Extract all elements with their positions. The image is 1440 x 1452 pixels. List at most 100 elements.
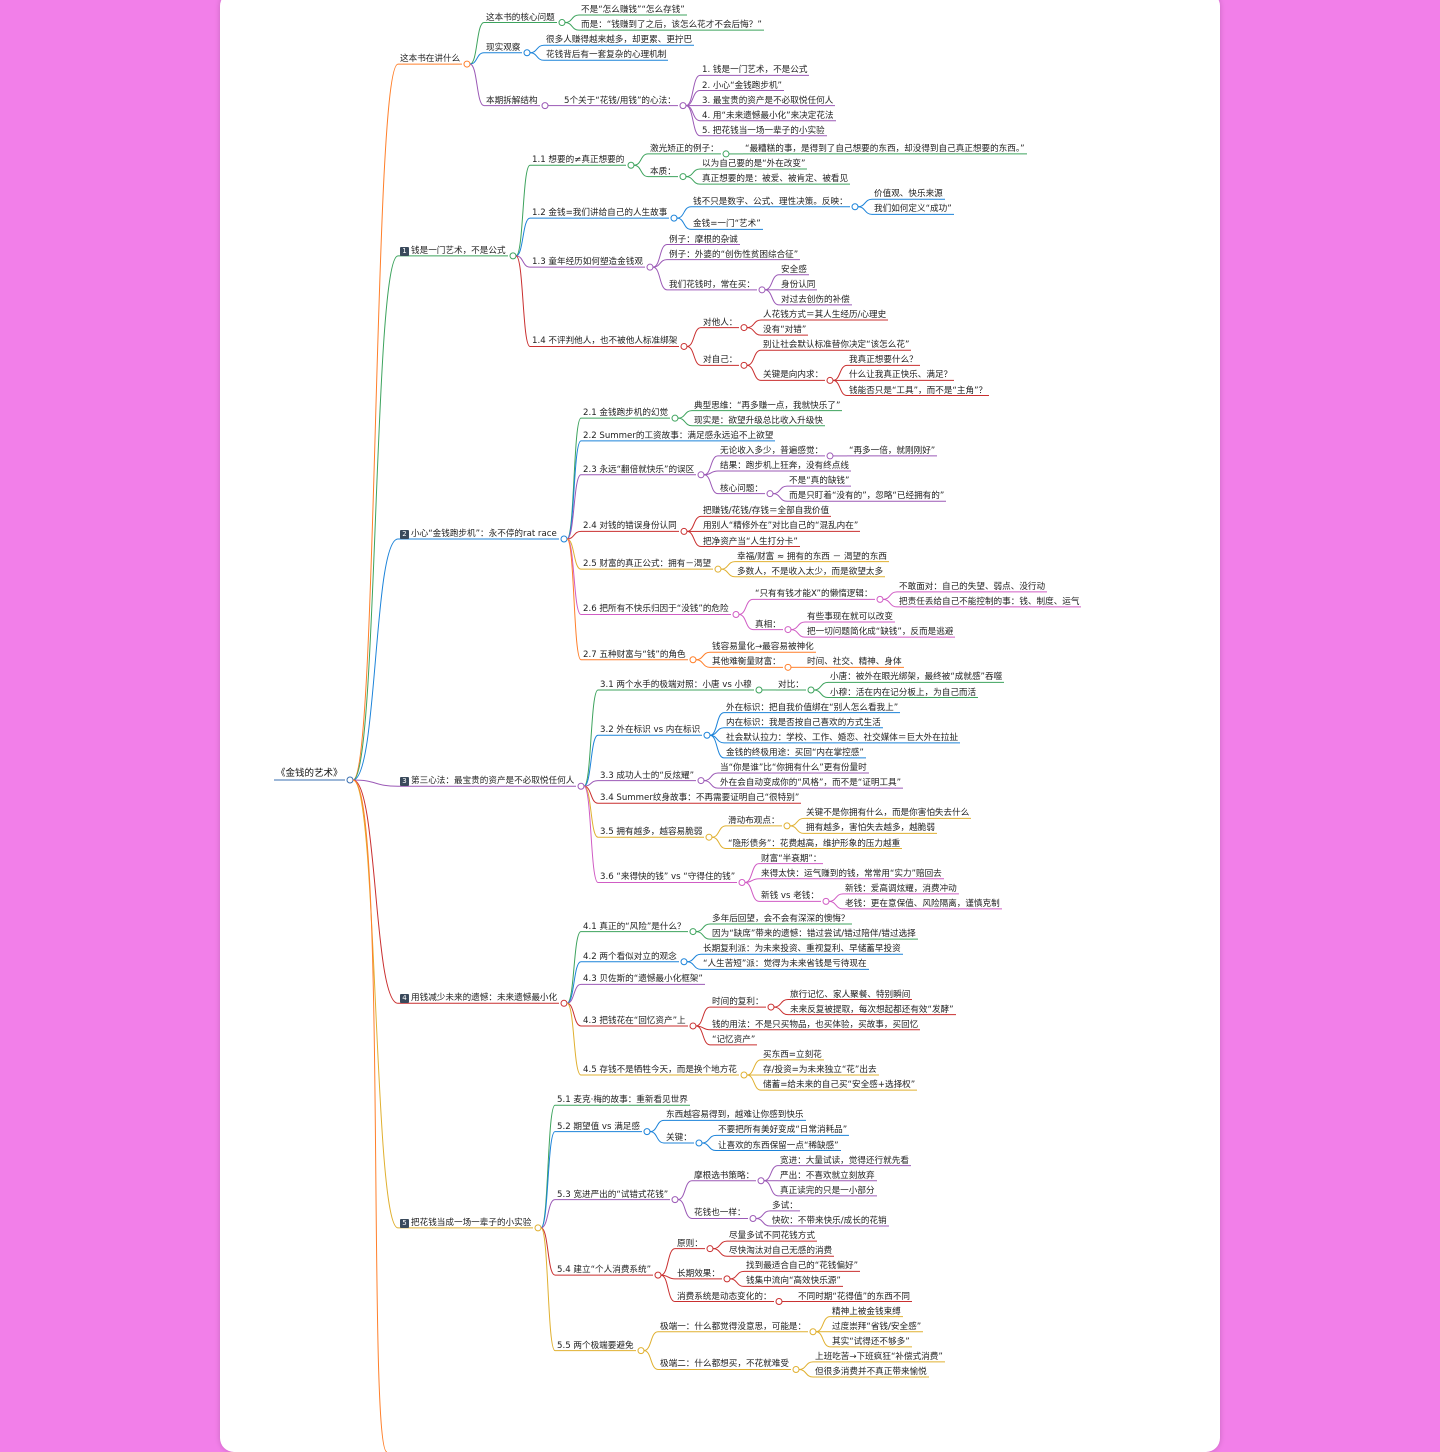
mindmap-node[interactable]: 4.5 存钱不是牺牲今天，而是换个地方花 bbox=[583, 1065, 737, 1075]
mindmap-node[interactable]: 小穆：活在内在记分板上，为自己而活 bbox=[830, 688, 976, 698]
mindmap-node[interactable]: “只有有钱才能X”的懒惰逻辑： bbox=[755, 589, 873, 599]
mindmap-node[interactable]: 3. 最宝贵的资产是不必取悦任何人 bbox=[702, 96, 833, 106]
mindmap-node[interactable]: 而是只盯着“没有的”，忽略“已经拥有的” bbox=[789, 491, 944, 501]
mindmap-node[interactable]: 3.5 拥有越多，越容易脆弱 bbox=[600, 827, 702, 837]
mindmap-node[interactable]: 价值观、快乐来源 bbox=[874, 189, 943, 199]
mindmap-node[interactable]: 不同时期“花得值”的东西不同 bbox=[798, 1292, 910, 1302]
mindmap-node[interactable]: 但很多消费并不真正带来愉悦 bbox=[815, 1367, 927, 1377]
mindmap-node[interactable]: 结果：跑步机上狂奔，没有终点线 bbox=[720, 461, 849, 471]
mindmap-node[interactable]: 买东西=立刻花 bbox=[763, 1050, 822, 1060]
mindmap-node[interactable]: 长期效果： bbox=[677, 1269, 720, 1279]
mindmap-node[interactable]: 精神上被金钱束缚 bbox=[832, 1307, 901, 1317]
mindmap-node[interactable]: 我们如何定义“成功” bbox=[874, 204, 952, 214]
mindmap-node[interactable]: 东西越容易得到，越难让你感到快乐 bbox=[666, 1110, 804, 1120]
mindmap-node[interactable]: 用别人“精修外在”对比自己的“混乱内在” bbox=[703, 521, 858, 531]
mindmap-node[interactable]: 真相： bbox=[755, 620, 781, 630]
mindmap-node[interactable]: 3.1 两个水手的极端对照：小唐 vs 小穆 bbox=[600, 680, 752, 690]
mindmap-node[interactable]: 新钱：爱高调炫耀，消费冲动 bbox=[845, 884, 957, 894]
mindmap-node[interactable]: 什么让我真正快乐、满足？ bbox=[849, 370, 952, 380]
mindmap-node[interactable]: 激光矫正的例子： bbox=[650, 144, 719, 154]
mindmap-node[interactable]: 极端二：什么都想买，不花就难受 bbox=[660, 1359, 789, 1369]
mindmap-node[interactable]: 真正读完的只是一小部分 bbox=[780, 1186, 875, 1196]
mindmap-node[interactable]: 这本书的核心问题 bbox=[486, 13, 555, 23]
mindmap-node[interactable]: 极端一：什么都觉得没意思，可能是： bbox=[660, 1322, 806, 1332]
mindmap-node[interactable]: 3.3 成功人士的“反炫耀” bbox=[600, 771, 694, 781]
mindmap-node[interactable]: 4.3 贝佐斯的“遗憾最小化框架” bbox=[583, 974, 703, 984]
mindmap-node[interactable]: 1.2 金钱=我们讲给自己的人生故事 bbox=[532, 208, 667, 218]
mindmap-node[interactable]: 不敢面对：自己的失望、弱点、没行动 bbox=[899, 582, 1045, 592]
mindmap-node[interactable]: 安全感 bbox=[781, 265, 807, 275]
mindmap-node[interactable]: 2.4 对钱的错误身份认同 bbox=[583, 521, 677, 531]
mindmap-node[interactable]: 小唐：被外在眼光绑架，最终被“成就感”吞噬 bbox=[830, 672, 1002, 682]
mindmap-node[interactable]: 很多人赚得越来越多，却更累、更拧巴 bbox=[546, 35, 692, 45]
mindmap-node[interactable]: 5个关于“花钱/用钱”的心法： bbox=[564, 96, 676, 106]
mindmap-node[interactable]: 不是“真的缺钱” bbox=[789, 476, 849, 486]
mindmap-node[interactable]: 没有“对错” bbox=[763, 325, 806, 335]
mindmap-node[interactable]: 5.3 宽进严出的“试错式花钱” bbox=[557, 1190, 668, 1200]
mindmap-node[interactable]: “最糟糕的事，是得到了自己想要的东西，却没得到自己真正想要的东西。” bbox=[745, 144, 1025, 154]
mindmap-node[interactable]: 快砍：不带来快乐/成长的花销 bbox=[772, 1216, 887, 1226]
mindmap-node[interactable]: 新钱 vs 老钱： bbox=[761, 891, 819, 901]
mindmap-node[interactable]: 严出：不喜欢就立刻放弃 bbox=[780, 1171, 875, 1181]
mindmap-node[interactable]: 核心问题： bbox=[720, 484, 763, 494]
mindmap-node[interactable]: 不是“怎么赚钱”“怎么存钱” bbox=[581, 5, 685, 15]
mindmap-node[interactable]: 把责任丢给自己不能控制的事：钱、制度、运气 bbox=[899, 597, 1079, 607]
mindmap-node[interactable]: 5.1 麦克·梅的故事：重新看见世界 bbox=[557, 1095, 688, 1105]
mindmap-node[interactable]: 摩根选书策略： bbox=[694, 1171, 754, 1181]
mindmap-node[interactable]: 1.1 想要的≠真正想要的 bbox=[532, 155, 624, 165]
mindmap-node[interactable]: 钱容易量化→最容易被神化 bbox=[712, 642, 814, 652]
mindmap-node[interactable]: 把赚钱/花钱/存钱＝全部自我价值 bbox=[703, 506, 829, 516]
mindmap-node[interactable]: 2.6 把所有不快乐归因于“没钱”的危险 bbox=[583, 604, 729, 614]
mindmap-node[interactable]: 钱不只是数字、公式、理性决策。反映： bbox=[693, 197, 848, 207]
mindmap-node[interactable]: 2.5 财富的真正公式：拥有－渴望 bbox=[583, 559, 711, 569]
mindmap-node[interactable]: 钱的用法：不是只买物品，也买体验，买故事，买回忆 bbox=[712, 1020, 918, 1030]
mindmap-node[interactable]: 社会默认拉力：学校、工作、婚恋、社交媒体＝巨大外在拉扯 bbox=[726, 733, 958, 743]
mindmap-node[interactable]: 本质： bbox=[650, 167, 676, 177]
mindmap-node[interactable]: 3.2 外在标识 vs 内在标识 bbox=[600, 725, 700, 735]
mindmap-node[interactable]: 让喜欢的东西保留一点“稀缺感” bbox=[718, 1141, 839, 1151]
mindmap-node[interactable]: 把一切问题简化成“缺钱”，反而是逃避 bbox=[807, 627, 953, 637]
mindmap-node[interactable]: 对他人： bbox=[703, 318, 737, 328]
mindmap-node[interactable]: 对过去创伤的补偿 bbox=[781, 295, 850, 305]
mindmap-node[interactable]: 原则： bbox=[677, 1239, 703, 1249]
mindmap-node[interactable]: 5.5 两个极端要避免 bbox=[557, 1341, 634, 1351]
mindmap-node[interactable]: 别让社会默认标准替你决定“该怎么花” bbox=[763, 340, 909, 350]
mindmap-node[interactable]: 钱集中流向“高效快乐源” bbox=[746, 1276, 841, 1286]
mindmap-node[interactable]: 5. 把花钱当一场一辈子的小实验 bbox=[702, 126, 825, 136]
mindmap-node[interactable]: 花钱也一样： bbox=[694, 1208, 746, 1218]
mindmap-node[interactable]: 财富“半衰期”： bbox=[761, 854, 821, 864]
mindmap-node[interactable]: 4. 用“未来遗憾最小化”来决定花法 bbox=[702, 111, 834, 121]
mindmap-node[interactable]: 1.4 不评判他人，也不被他人标准绑架 bbox=[532, 336, 677, 346]
mindmap-node[interactable]: 不要把所有美好变成“日常消耗品” bbox=[718, 1125, 847, 1135]
mindmap-node[interactable]: 而是：“钱赚到了之后，该怎么花才不会后悔？” bbox=[581, 20, 762, 30]
mindmap-node[interactable]: 花钱背后有一套复杂的心理机制 bbox=[546, 50, 666, 60]
mindmap-node[interactable]: 身份认同 bbox=[781, 280, 815, 290]
mindmap-node[interactable]: 例子：外婆的“创伤性贫困综合征” bbox=[669, 250, 798, 260]
mindmap-node[interactable]: 多数人，不是收入太少，而是欲望太多 bbox=[737, 567, 883, 577]
mindmap-node[interactable]: 滑动布观点： bbox=[728, 816, 780, 826]
mindmap-node[interactable]: 4.2 两个看似对立的观念 bbox=[583, 952, 677, 962]
mindmap-node[interactable]: 金钱的终极用途：买回“内在掌控感” bbox=[726, 748, 864, 758]
mindmap-node[interactable]: 拥有越多，害怕失去越多，越脆弱 bbox=[806, 823, 935, 833]
mindmap-node[interactable]: 有些事现在就可以改变 bbox=[807, 612, 893, 622]
root-node[interactable]: 《金钱的艺术》 bbox=[276, 768, 343, 779]
mindmap-node[interactable]: 储蓄=给未来的自己买“安全感+选择权” bbox=[763, 1080, 915, 1090]
mindmap-node[interactable]: 关键： bbox=[666, 1133, 692, 1143]
mindmap-node[interactable]: 关键不是你拥有什么，而是你害怕失去什么 bbox=[806, 808, 969, 818]
mindmap-node[interactable]: 时间、社交、精神、身体 bbox=[807, 657, 902, 667]
mindmap-node[interactable]: 真正想要的是：被爱、被肯定、被看见 bbox=[702, 174, 848, 184]
mindmap-node[interactable]: 无论收入多少，普遍感觉： bbox=[720, 446, 823, 456]
mindmap-node[interactable]: 存/投资=为未来独立“花”出去 bbox=[763, 1065, 877, 1075]
mindmap-node[interactable]: 尽快淘汰对自己无感的消费 bbox=[729, 1246, 832, 1256]
mindmap-node[interactable]: 2.1 金钱跑步机的幻觉 bbox=[583, 408, 668, 418]
mindmap-node[interactable]: 时间的复利： bbox=[712, 997, 764, 1007]
mindmap-node[interactable]: “隐形债务”：花费越高，维护形象的压力越重 bbox=[728, 839, 900, 849]
mindmap-node[interactable]: 其他难衡量财富： bbox=[712, 657, 781, 667]
mindmap-node[interactable]: 因为“缺席”带来的遗憾：错过尝试/错过陪伴/错过选择 bbox=[712, 929, 916, 939]
mindmap-node[interactable]: 我们花钱时，常在买： bbox=[669, 280, 755, 290]
mindmap-node[interactable]: 这本书在讲什么 bbox=[400, 54, 460, 64]
